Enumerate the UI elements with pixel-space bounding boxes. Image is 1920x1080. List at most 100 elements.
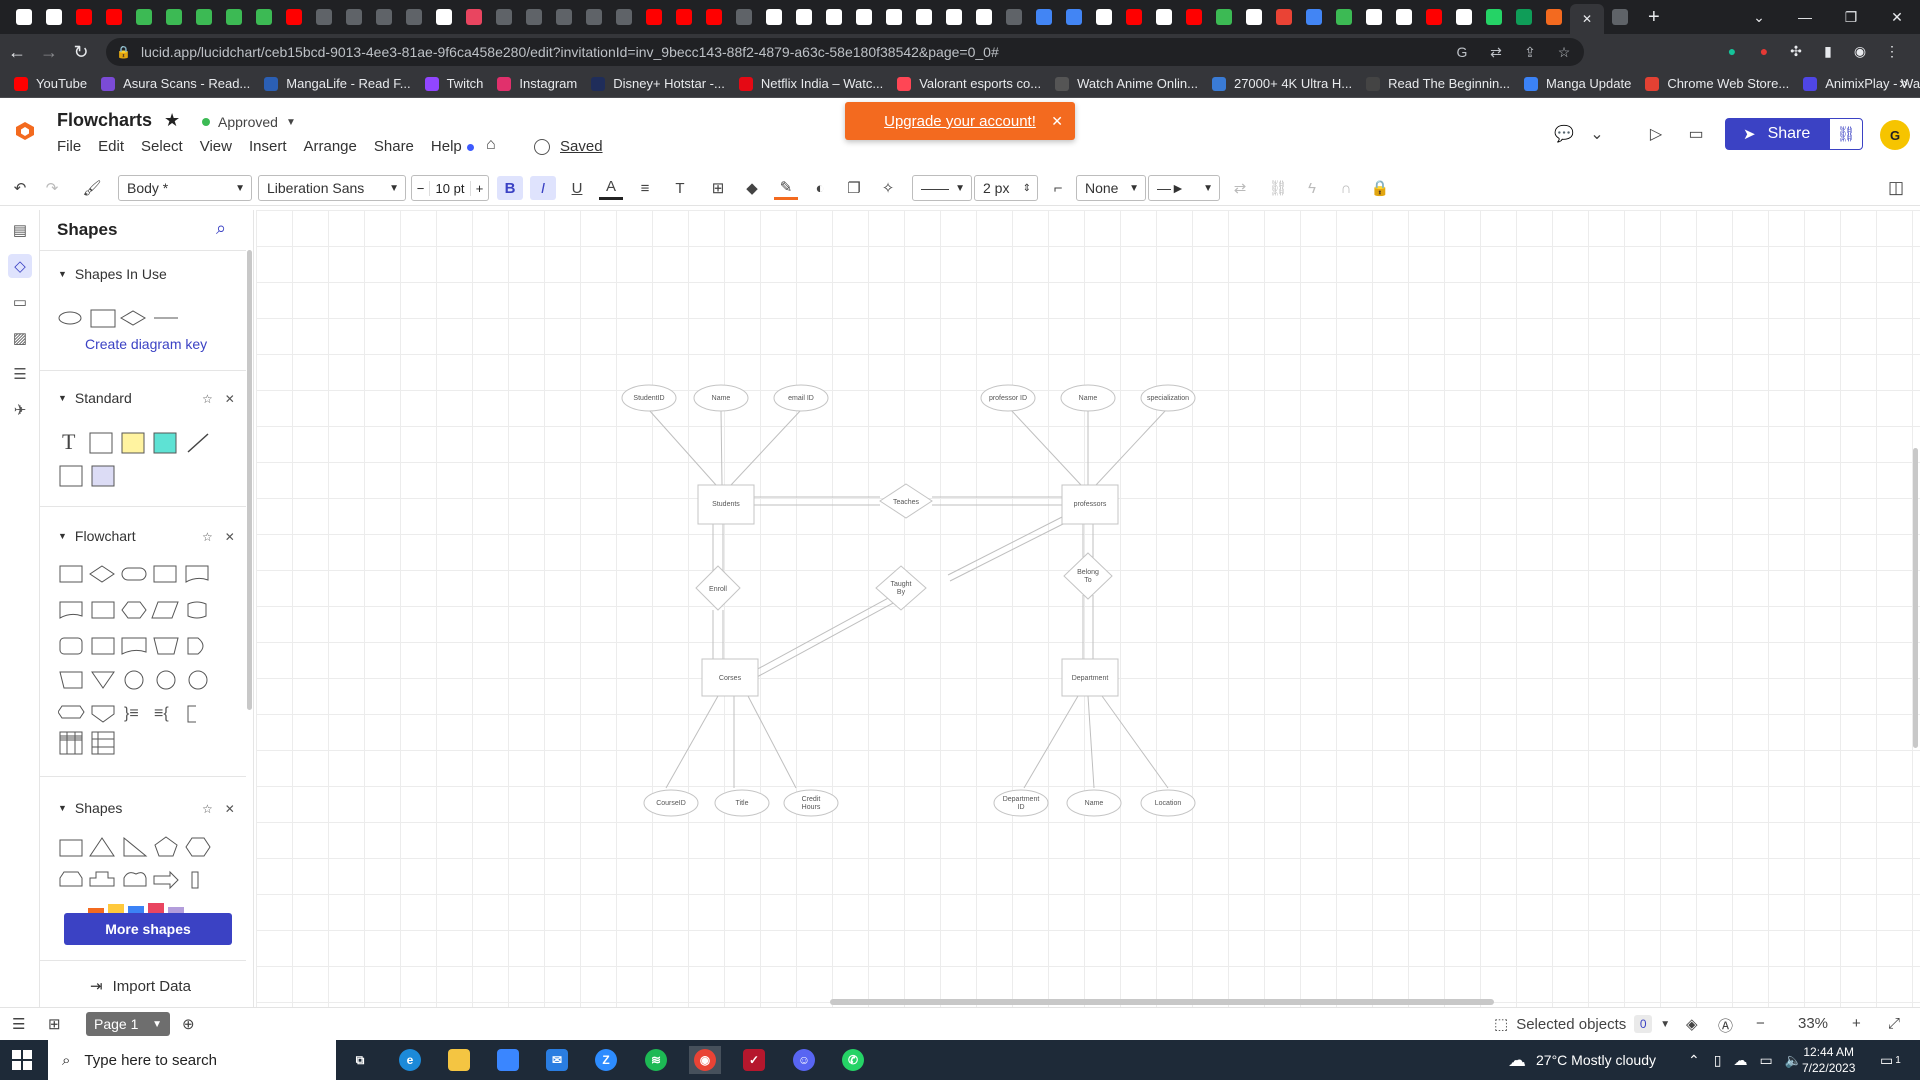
browser-tab[interactable] xyxy=(700,4,728,30)
browser-tab[interactable] xyxy=(850,4,878,30)
merge-shape[interactable] xyxy=(91,671,115,689)
horizontal-table-shape[interactable] xyxy=(91,731,115,755)
attr-department-name[interactable] xyxy=(1066,789,1122,817)
menu-arrange[interactable]: Arrange xyxy=(303,138,357,155)
format-painter-icon[interactable]: 🖌 xyxy=(82,180,102,197)
onedrive-icon[interactable]: ☁ xyxy=(1733,1051,1748,1068)
arrow-right-shape[interactable] xyxy=(153,870,179,890)
zoom-app-icon[interactable]: Z xyxy=(590,1046,622,1074)
attr-student-name[interactable] xyxy=(693,384,749,412)
translate-icon[interactable]: ⇄ xyxy=(1490,43,1502,60)
triangle-shape[interactable] xyxy=(89,837,115,857)
text-shape[interactable]: T xyxy=(62,430,76,454)
mail-icon[interactable]: ✉ xyxy=(541,1046,573,1074)
app-red-icon[interactable]: ✓ xyxy=(738,1046,770,1074)
browser-tab-active[interactable]: ✕ xyxy=(1570,4,1604,34)
bookmark-item[interactable]: Read The Beginnin... xyxy=(1366,76,1510,91)
attr-student-email[interactable] xyxy=(773,384,829,412)
manual-operation-shape[interactable] xyxy=(153,637,179,655)
browser-tab[interactable] xyxy=(10,4,38,30)
bold-button[interactable]: B xyxy=(497,176,523,200)
fullscreen-icon[interactable]: ⤢ xyxy=(1888,1015,1901,1032)
connector-style-icon[interactable]: ⌐ xyxy=(1053,179,1063,197)
annotation-shape[interactable] xyxy=(187,705,196,723)
rocket-icon[interactable]: ✈ xyxy=(13,402,27,419)
panel-scrollbar[interactable] xyxy=(247,250,252,710)
delay-shape[interactable] xyxy=(187,637,204,655)
browser-tab[interactable] xyxy=(670,4,698,30)
bookmark-item[interactable]: Manga Update xyxy=(1524,76,1631,91)
canvas-vertical-scrollbar[interactable] xyxy=(1913,448,1918,748)
relationship-taught-by[interactable] xyxy=(875,565,927,611)
menu-edit[interactable]: Edit xyxy=(98,138,125,155)
magic-wand-icon[interactable]: ✧ xyxy=(881,180,895,197)
browser-tab[interactable] xyxy=(1606,4,1634,30)
browser-tab[interactable] xyxy=(1030,4,1058,30)
bookmark-item[interactable]: Instagram xyxy=(497,76,577,91)
bar-shape[interactable] xyxy=(191,871,199,889)
text-options-icon[interactable]: T xyxy=(675,179,685,197)
task-view-icon[interactable]: ⧉ xyxy=(355,1052,365,1067)
shapes-icon[interactable]: ◇ xyxy=(8,254,32,278)
sidepanel-icon[interactable]: ▮ xyxy=(1824,42,1832,59)
bookmark-item[interactable]: AnimixPlay - Watch... xyxy=(1803,76,1920,91)
internal-storage-shape[interactable] xyxy=(91,637,115,655)
pentagon-shape[interactable] xyxy=(154,836,178,857)
diamond-shape[interactable] xyxy=(120,310,146,326)
document-shape[interactable] xyxy=(185,565,209,583)
bookmark-item[interactable]: Netflix India – Watc... xyxy=(738,76,883,91)
text-color-button[interactable]: A xyxy=(599,176,623,200)
lucid-logo-icon[interactable] xyxy=(14,120,36,142)
rectangle-shape[interactable] xyxy=(59,839,83,857)
swap-arrows-icon[interactable]: ⇄ xyxy=(1233,180,1247,197)
manual-input-shape[interactable] xyxy=(91,601,115,619)
close-banner-icon[interactable]: ✕ xyxy=(1051,112,1063,129)
font-family-select[interactable]: Liberation Sans ▼ xyxy=(258,175,406,201)
browser-tab[interactable] xyxy=(1450,4,1478,30)
status-dropdown[interactable]: Approved ▼ xyxy=(202,114,296,130)
link-icon[interactable]: ⛓ xyxy=(1268,180,1288,197)
restore-icon[interactable]: ❐ xyxy=(1844,8,1858,25)
share-page-icon[interactable]: ⇪ xyxy=(1524,43,1536,60)
browser-tab[interactable] xyxy=(550,4,578,30)
google-icon[interactable]: G xyxy=(1456,44,1468,60)
browser-tab[interactable] xyxy=(1390,4,1418,30)
document-title[interactable]: Flowcharts xyxy=(57,110,153,130)
bookmark-item[interactable]: YouTube xyxy=(14,76,87,91)
hexagon-shape[interactable] xyxy=(58,705,85,719)
back-icon[interactable]: ← xyxy=(8,41,26,62)
vertical-table-shape[interactable] xyxy=(59,731,83,755)
star-outline-icon[interactable]: ☆ xyxy=(202,530,213,544)
stored-data-shape[interactable] xyxy=(59,637,83,655)
browser-tab[interactable] xyxy=(430,4,458,30)
relationship-enroll[interactable] xyxy=(695,565,741,611)
zoom-in-icon[interactable]: + xyxy=(1852,1015,1861,1032)
tab-search-icon[interactable]: ⌄ xyxy=(1753,8,1765,25)
browser-tab[interactable] xyxy=(190,4,218,30)
shadow-icon[interactable]: ❐ xyxy=(847,180,861,197)
notifications-icon[interactable]: ▭ 1 xyxy=(1880,1040,1901,1080)
browser-tab[interactable] xyxy=(790,4,818,30)
windows-start-icon[interactable] xyxy=(12,1050,32,1070)
browser-tab[interactable] xyxy=(100,4,128,30)
zoom-out-icon[interactable]: − xyxy=(1756,1015,1765,1032)
close-icon[interactable]: ✕ xyxy=(224,530,235,544)
grammarly-icon[interactable]: ● xyxy=(1727,43,1737,59)
video-call-icon[interactable]: ▭ xyxy=(1688,126,1704,143)
accessibility-icon[interactable]: Ⓐ xyxy=(1718,1018,1734,1035)
browser-tab[interactable] xyxy=(310,4,338,30)
attr-department-id[interactable] xyxy=(993,789,1049,817)
grid-view-icon[interactable]: ⊞ xyxy=(48,1016,61,1033)
rectangle-shape[interactable] xyxy=(90,309,116,328)
browser-tab[interactable] xyxy=(370,4,398,30)
menu-file[interactable]: File xyxy=(57,138,82,155)
omnibox[interactable]: 🔒 lucid.app/lucidchart/ceb15bcd-9013-4ee… xyxy=(106,38,1584,66)
new-tab-button[interactable]: + xyxy=(1648,5,1660,28)
octagon-shape[interactable] xyxy=(59,871,83,887)
file-explorer-icon[interactable] xyxy=(443,1046,475,1074)
ellipse-shape[interactable] xyxy=(58,311,82,325)
summing-junction-shape[interactable] xyxy=(188,670,208,690)
browser-tab[interactable] xyxy=(1060,4,1088,30)
decision-shape[interactable] xyxy=(89,565,115,583)
browser-tab[interactable] xyxy=(1480,4,1508,30)
